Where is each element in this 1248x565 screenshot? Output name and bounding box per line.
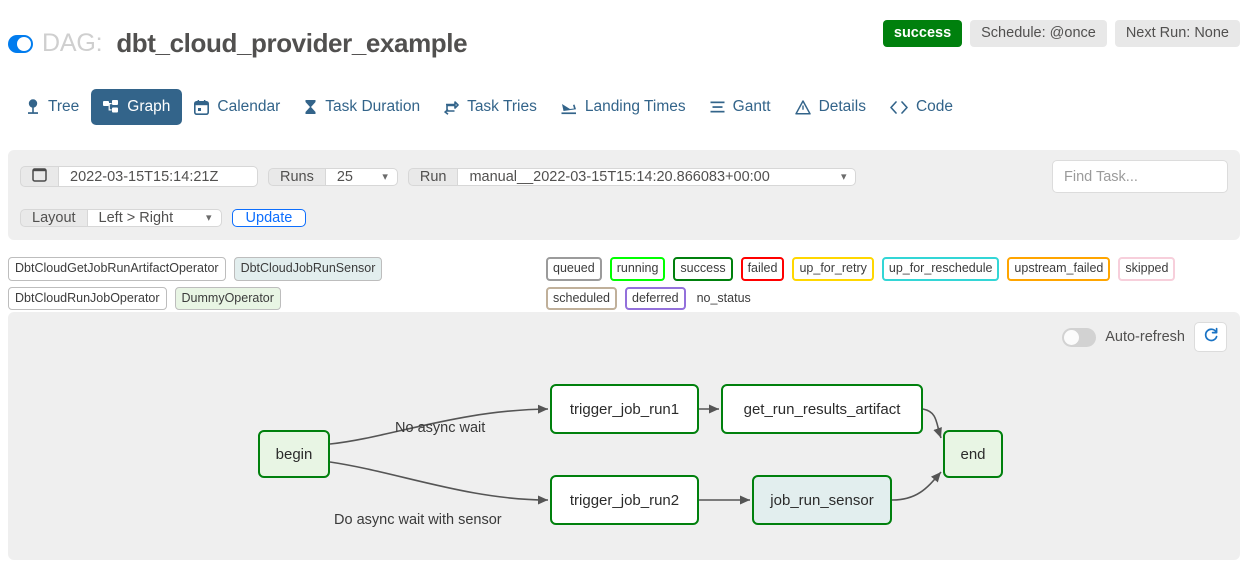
retry-icon [444, 100, 459, 115]
layout-select[interactable]: Left > Right ▾ [86, 208, 222, 227]
tab-landing-times-label: Landing Times [584, 98, 686, 115]
layout-filter-group: Layout Left > Right ▾ [20, 208, 222, 227]
runs-select-value: 25 [336, 168, 353, 185]
filter-row-secondary: Layout Left > Right ▾ Update [20, 201, 1228, 234]
tab-graph-label: Graph [127, 98, 171, 115]
page-header: DAG: dbt_cloud_provider_example success … [0, 0, 1248, 74]
next-run-badge: Next Run: None [1114, 20, 1240, 47]
tab-code-label: Code [915, 98, 954, 115]
dag-pause-toggle[interactable] [8, 34, 33, 53]
gantt-icon [710, 100, 725, 114]
graph-icon [103, 99, 119, 115]
refresh-button[interactable] [1194, 322, 1227, 352]
tab-details-label: Details [818, 98, 866, 115]
auto-refresh-toggle[interactable] [1062, 327, 1097, 347]
graph-node-begin[interactable]: begin [258, 430, 330, 478]
calendar-icon [32, 167, 47, 186]
auto-refresh-controls: Auto-refresh [1062, 322, 1227, 352]
execution-date-input[interactable]: 2022-03-15T15:14:21Z [58, 166, 258, 187]
runs-label: Runs [268, 167, 325, 186]
filter-row-primary: 2022-03-15T15:14:21Z Runs 25 ▾ Run manua… [20, 160, 1228, 193]
header-badges: success Schedule: @once Next Run: None [882, 20, 1240, 47]
legend-state-up-for-reschedule: up_for_reschedule [881, 257, 1000, 281]
tab-graph[interactable]: Graph [91, 89, 183, 125]
legend-operator: DbtCloudGetJobRunArtifactOperator [8, 257, 226, 281]
find-task-placeholder: Find Task... [1064, 168, 1138, 185]
auto-refresh-label: Auto-refresh [1105, 329, 1185, 345]
dag-name-label: dbt_cloud_provider_example [116, 28, 468, 58]
tab-task-duration-label: Task Duration [325, 98, 421, 115]
dag-prefix-label: DAG: [42, 29, 103, 57]
schedule-badge: Schedule: @once [970, 20, 1107, 47]
graph-node-job-run-sensor[interactable]: job_run_sensor [752, 475, 892, 525]
dag-title: DAG: dbt_cloud_provider_example [8, 28, 468, 59]
chevron-down-icon: ▾ [382, 171, 388, 183]
chevron-down-icon: ▾ [840, 171, 847, 183]
state-legend: queued running success failed up_for_ret… [546, 257, 1240, 310]
date-picker-button[interactable] [20, 166, 58, 187]
tab-calendar[interactable]: Calendar [182, 89, 292, 125]
tab-gantt-label: Gantt [732, 98, 771, 115]
operator-legend: DbtCloudGetJobRunArtifactOperator DbtClo… [8, 257, 546, 310]
chevron-down-icon: ▾ [206, 212, 212, 224]
graph-edges [329, 404, 942, 505]
date-filter-group: 2022-03-15T15:14:21Z [20, 166, 258, 187]
code-icon [890, 100, 908, 114]
tree-icon [26, 99, 40, 115]
run-label: Run [407, 167, 458, 186]
update-button[interactable]: Update [231, 208, 307, 227]
filter-bar: 2022-03-15T15:14:21Z Runs 25 ▾ Run manua… [8, 150, 1240, 240]
tab-tree[interactable]: Tree [14, 89, 91, 125]
legend: DbtCloudGetJobRunArtifactOperator DbtClo… [8, 257, 1240, 310]
legend-state-no-status: no_status [696, 290, 751, 305]
legend-operator: DummyOperator [174, 286, 281, 310]
tab-tree-label: Tree [48, 98, 80, 115]
tab-landing-times[interactable]: Landing Times [549, 89, 698, 125]
tab-task-duration[interactable]: Task Duration [292, 89, 432, 125]
hourglass-icon [304, 99, 317, 115]
graph-panel: Auto-refresh begin trigger_job_run1 get_… [8, 312, 1240, 560]
edge-label-no-async-wait: No async wait [395, 420, 486, 436]
find-task-input[interactable]: Find Task... [1052, 160, 1228, 193]
graph-node-trigger-job-run1[interactable]: trigger_job_run1 [550, 384, 699, 434]
calendar-icon [194, 99, 210, 115]
layout-select-value: Left > Right [98, 209, 174, 226]
legend-state-deferred: deferred [625, 286, 686, 310]
tab-gantt[interactable]: Gantt [698, 89, 783, 125]
status-badge: success [882, 20, 963, 47]
graph-node-trigger-job-run2[interactable]: trigger_job_run2 [550, 475, 699, 525]
legend-state-skipped: skipped [1118, 257, 1176, 281]
layout-label: Layout [20, 208, 87, 227]
legend-state-scheduled: scheduled [546, 286, 617, 310]
graph-node-get-run-results-artifact[interactable]: get_run_results_artifact [721, 384, 923, 434]
legend-operator: DbtCloudRunJobOperator [8, 286, 167, 310]
legend-state-failed: failed [740, 257, 785, 281]
tab-code[interactable]: Code [878, 89, 965, 125]
graph-node-end[interactable]: end [943, 430, 1003, 478]
view-tabs: Tree Graph Calendar Task Duration Task T… [0, 84, 1248, 208]
legend-state-up-for-retry: up_for_retry [792, 257, 874, 281]
edge-label-async-wait-sensor: Do async wait with sensor [334, 512, 502, 528]
legend-state-upstream-failed: upstream_failed [1007, 257, 1111, 281]
runs-select[interactable]: 25 ▾ [324, 167, 398, 186]
refresh-icon [1203, 327, 1219, 348]
legend-operator: DbtCloudJobRunSensor [233, 257, 383, 281]
triangle-alert-icon [794, 99, 811, 115]
runs-filter-group: Runs 25 ▾ [268, 167, 398, 186]
legend-state-queued: queued [546, 257, 602, 281]
run-select-value: manual__2022-03-15T15:14:20.866083+00:00 [469, 168, 770, 185]
tab-details[interactable]: Details [783, 89, 878, 125]
landing-icon [561, 100, 577, 115]
run-select[interactable]: manual__2022-03-15T15:14:20.866083+00:00… [457, 167, 857, 186]
tab-task-tries-label: Task Tries [467, 98, 537, 115]
legend-state-success: success [673, 257, 733, 281]
legend-state-running: running [609, 257, 666, 281]
tab-calendar-label: Calendar [217, 98, 281, 115]
tab-task-tries[interactable]: Task Tries [432, 89, 549, 125]
run-filter-group: Run manual__2022-03-15T15:14:20.866083+0… [407, 167, 857, 186]
